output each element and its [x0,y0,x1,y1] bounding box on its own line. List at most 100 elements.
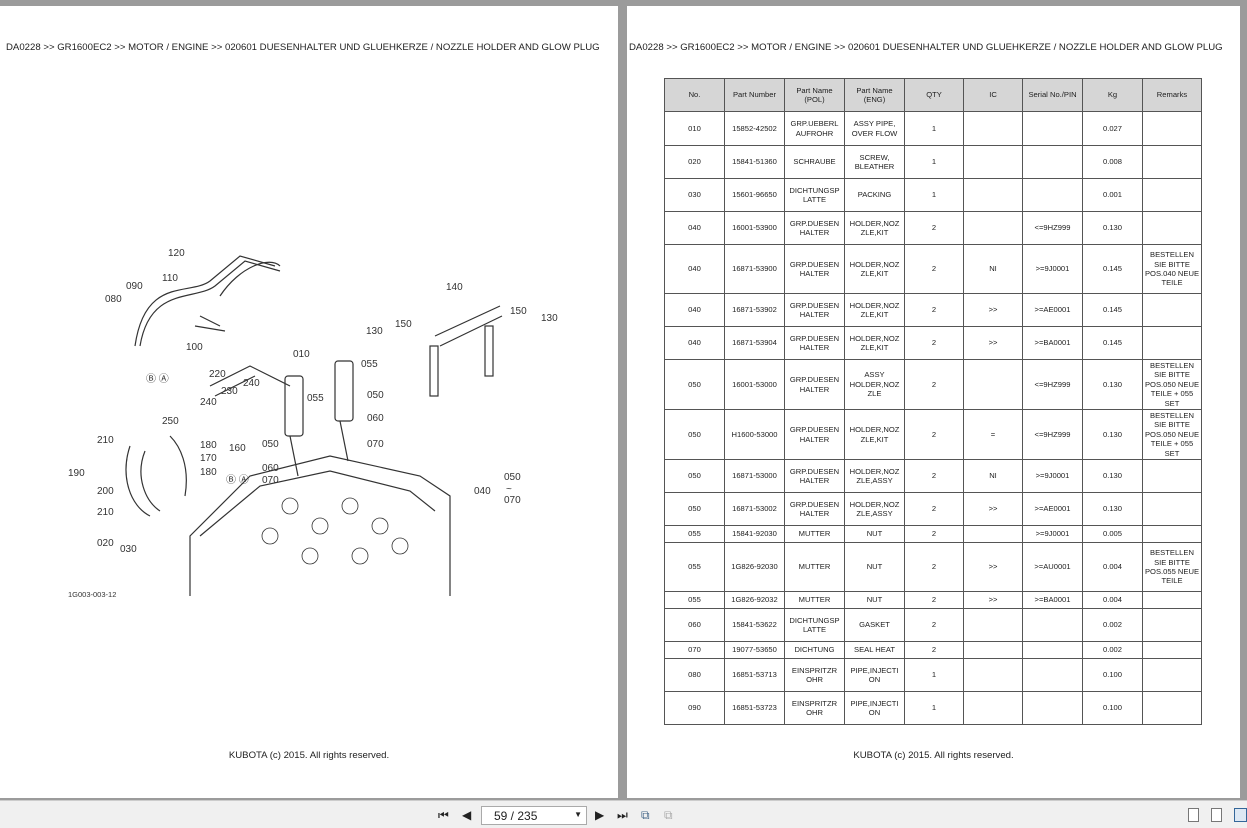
callout: 070 [367,439,384,450]
callout: 240 [200,397,217,408]
table-cell: >=AU0001 [1022,542,1083,592]
last-page-icon[interactable]: ⏭ [617,808,628,822]
table-cell [963,145,1023,179]
callout: 200 [97,486,114,497]
table-cell: NI [963,459,1023,493]
table-cell: GRP.DUESEN HALTER [784,359,845,410]
table-cell [963,359,1023,410]
table-cell: 010 [664,111,725,146]
paste-page-icon[interactable]: ⧉ [664,808,673,822]
column-header: Remarks [1142,78,1202,112]
table-cell: >> [963,293,1023,327]
table-cell: >> [963,591,1023,609]
continuous-view-icon[interactable] [1211,808,1222,822]
copy-page-icon[interactable]: ⧉ [641,808,650,822]
table-cell [1142,691,1202,725]
table-cell: GRP.DUESEN HALTER [784,492,845,526]
callout: 030 [120,544,137,555]
column-header: Part Number [724,78,785,112]
table-cell: 040 [664,326,725,360]
table-cell: 0.027 [1082,111,1143,146]
table-cell: 15601-96650 [724,178,785,212]
table-cell: 15841-51360 [724,145,785,179]
table-cell: 055 [664,542,725,592]
table-cell: HOLDER,NOZ ZLE,KIT [844,409,905,460]
table-cell: >=9J0001 [1022,244,1083,294]
callout: 055 [307,393,324,404]
table-cell: EINSPRITZR OHR [784,691,845,725]
table-cell: <=9HZ999 [1022,359,1083,410]
table-cell: 16871-53902 [724,293,785,327]
table-cell: BESTELLEN SIE BITTE POS.040 NEUE TEILE [1142,244,1202,294]
table-cell: 16871-53002 [724,492,785,526]
callout: 190 [68,468,85,479]
table-cell: >> [963,542,1023,592]
callout: 240 [243,378,260,389]
table-cell: 1 [904,145,964,179]
callout: 160 [229,443,246,454]
callout: 090 [126,281,143,292]
column-header: QTY [904,78,964,112]
single-page-view-icon[interactable] [1188,808,1199,822]
table-cell: 16871-53000 [724,459,785,493]
table-cell: 0.130 [1082,459,1143,493]
table-cell: 0.004 [1082,542,1143,592]
table-cell: GRP.DUESEN HALTER [784,326,845,360]
prev-page-icon[interactable]: ◀ [462,808,472,822]
first-page-icon[interactable]: ⏮ [438,808,449,822]
two-page-view-icon[interactable] [1234,808,1247,822]
table-cell: HOLDER,NOZ ZLE,ASSY [844,492,905,526]
page-selector[interactable]: 59 / 235▼ [481,806,587,825]
table-cell [1142,326,1202,360]
table-cell [963,525,1023,543]
table-cell: NI [963,244,1023,294]
next-page-icon[interactable]: ▶ [595,808,605,822]
column-header: Part Name (ENG) [844,78,905,112]
callout: 050 [504,472,521,483]
table-cell: 0.145 [1082,326,1143,360]
table-cell: 0.004 [1082,591,1143,609]
table-cell: 050 [664,492,725,526]
table-cell: <=9HZ999 [1022,211,1083,245]
callout: 080 [105,294,122,305]
callout: 140 [446,282,463,293]
table-cell [1022,658,1083,692]
table-cell: DICHTUNGSP LATTE [784,608,845,642]
callout: 060 [262,463,279,474]
column-header: No. [664,78,725,112]
table-cell: SEAL HEAT [844,641,905,659]
table-cell: 0.145 [1082,293,1143,327]
table-cell [1142,178,1202,212]
callout: ~ [506,484,512,495]
table-cell [1142,111,1202,146]
table-cell: 2 [904,542,964,592]
column-header: Part Name (POL) [784,78,845,112]
table-cell: GRP.DUESEN HALTER [784,409,845,460]
table-cell: MUTTER [784,525,845,543]
table-cell: 1G826-92032 [724,591,785,609]
table-cell [1142,145,1202,179]
table-cell: HOLDER,NOZ ZLE,KIT [844,244,905,294]
table-cell: 0.130 [1082,359,1143,410]
table-cell: >=9J0001 [1022,525,1083,543]
table-cell: BESTELLEN SIE BITTE POS.055 NEUE TEILE [1142,542,1202,592]
callout: 070 [262,475,279,486]
table-cell [963,691,1023,725]
table-cell [1022,608,1083,642]
table-cell: MUTTER [784,591,845,609]
table-cell: 0.145 [1082,244,1143,294]
callout: 220 [209,369,226,380]
table-cell: BESTELLEN SIE BITTE POS.050 NEUE TEILE +… [1142,409,1202,460]
table-cell: GRP.DUESEN HALTER [784,293,845,327]
table-cell: 2 [904,641,964,659]
table-cell: 16851-53713 [724,658,785,692]
table-cell: 0.002 [1082,641,1143,659]
table-cell: 2 [904,608,964,642]
